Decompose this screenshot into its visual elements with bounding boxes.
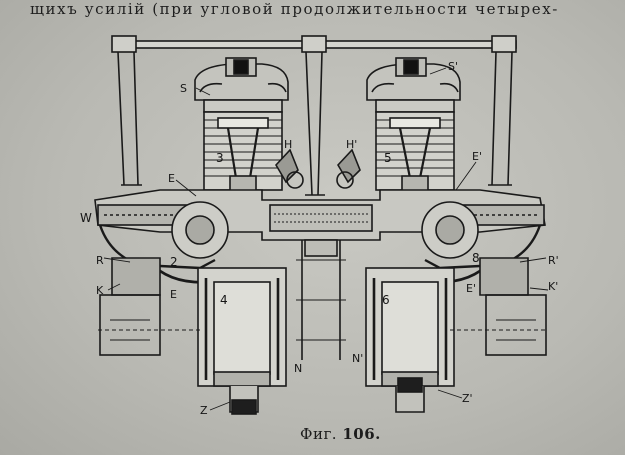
label-h-prime: H' (346, 138, 357, 151)
label-e: E (168, 172, 175, 185)
label-r: R (96, 254, 104, 267)
top-rocker-shaft (111, 35, 517, 53)
central-valve-gear (275, 148, 361, 189)
label-e-prime: E' (472, 150, 482, 163)
cylinder-left (203, 111, 283, 193)
label-h: H (284, 138, 292, 151)
push-rods (117, 51, 513, 196)
leader-lines (103, 67, 549, 411)
label-cylinder-5: 5 (384, 151, 392, 165)
label-z: Z (200, 404, 208, 417)
crank-discs (171, 201, 479, 259)
label-e-lower: E (170, 288, 177, 301)
label-cylinder-8: 8 (472, 251, 480, 265)
figure-labels: S S' H H' E E' E E' W R R' K K' N N' Z Z… (80, 60, 559, 417)
support-legs (98, 294, 548, 356)
label-n-prime: N' (352, 352, 363, 365)
caption-prefix: Фиг. (300, 425, 343, 443)
cylinder-right (375, 111, 455, 193)
label-e-lower-prime: E' (466, 282, 476, 295)
label-k-prime: K' (548, 280, 558, 293)
label-z-prime: Z' (462, 392, 473, 405)
label-s-prime: S' (448, 60, 458, 73)
figure-caption: Фиг. 106. (300, 425, 381, 443)
cylinder-lower-left (197, 267, 287, 415)
caption-number: 106. (342, 425, 381, 443)
label-k: K (96, 284, 104, 297)
cylinder-head-left (194, 57, 289, 113)
label-w: W (80, 211, 92, 225)
label-cylinder-6: 6 (382, 293, 390, 307)
central-shaft (296, 239, 346, 360)
label-r-prime: R' (548, 254, 559, 267)
cylinder-head-right (366, 57, 461, 113)
label-s: S (180, 82, 187, 95)
cylinder-lower-right (365, 267, 455, 413)
label-cylinder-2: 2 (170, 255, 178, 269)
label-cylinder-3: 3 (216, 151, 224, 165)
body-text-line: щихъ усилій (при угловой продолжительнос… (30, 0, 559, 18)
label-n: N (294, 362, 302, 375)
label-cylinder-4: 4 (220, 293, 228, 307)
